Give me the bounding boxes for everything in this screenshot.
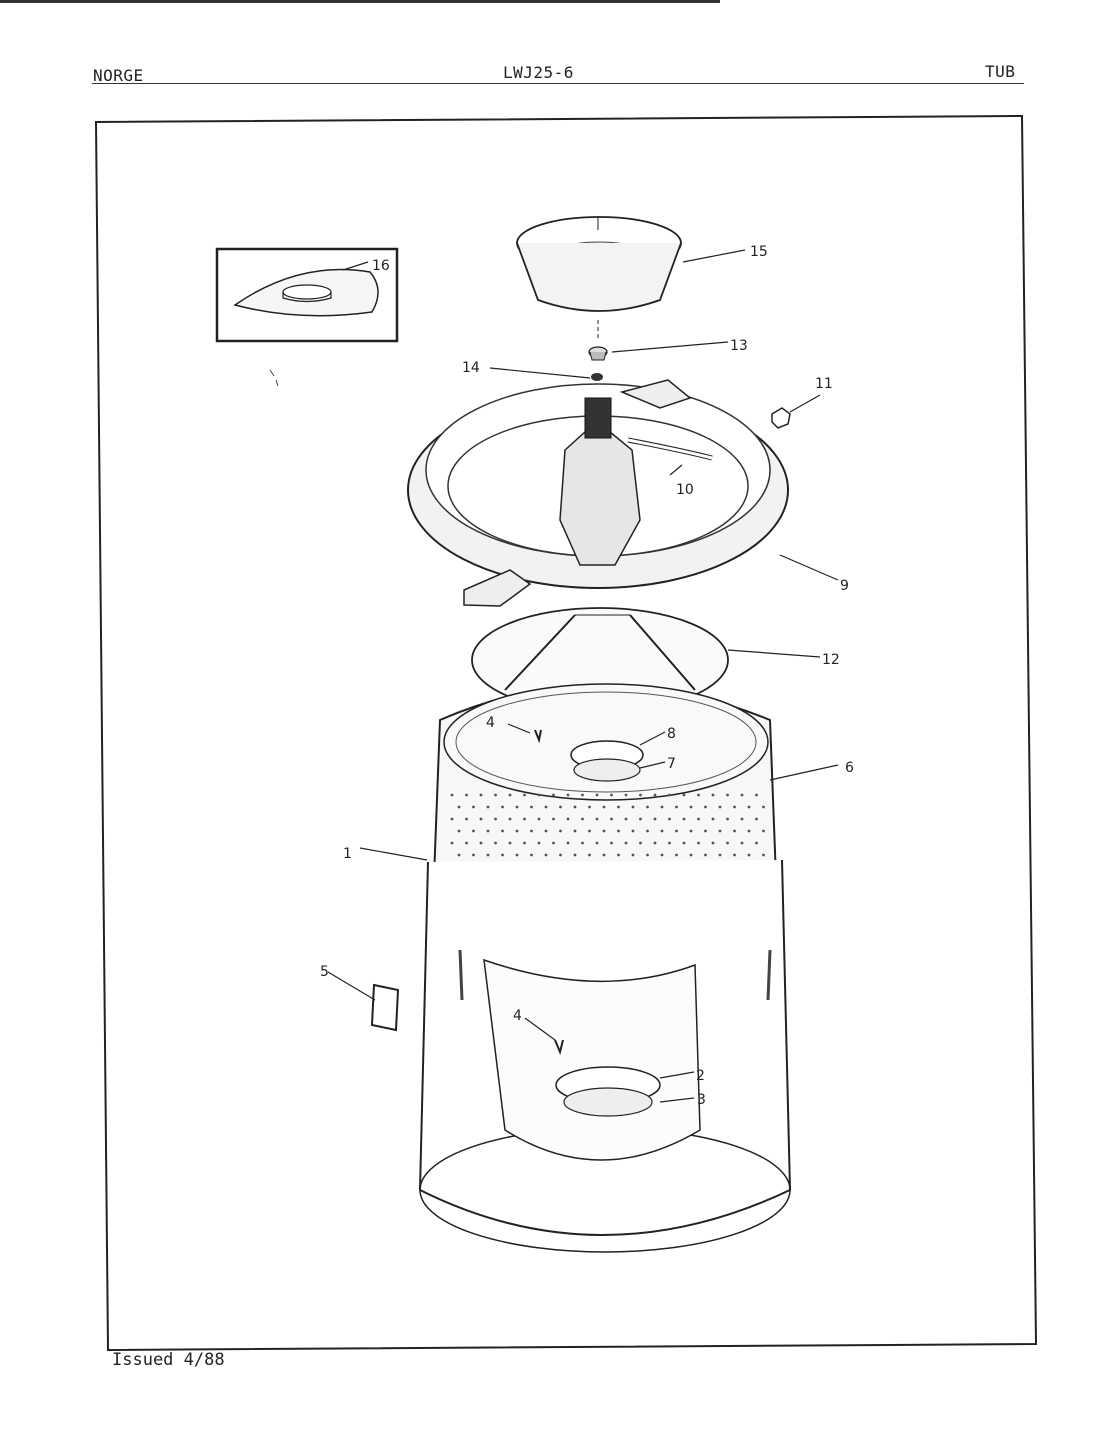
diagram-border [94, 114, 1038, 1352]
callout-7: 7 [667, 756, 676, 772]
part-12-cone [471, 607, 729, 713]
callout-14: 14 [462, 360, 480, 376]
callout-4-upper: 4 [486, 715, 495, 731]
callout-4-lower: 4 [513, 1008, 522, 1024]
callout-5: 5 [320, 964, 329, 980]
callout-1: 1 [343, 846, 352, 862]
callout-11: 11 [815, 376, 833, 392]
inset-part-16 [215, 247, 399, 387]
model-label: LWJ25-6 [503, 63, 574, 82]
part-11-nut [771, 407, 791, 429]
part-5-label [370, 983, 400, 1032]
section-label: TUB [985, 62, 1016, 81]
part-15-cap [516, 216, 682, 340]
callout-9: 9 [840, 578, 849, 594]
callout-16: 16 [372, 258, 390, 274]
scan-edge-mark [0, 0, 720, 3]
issued-date: Issued 4/88 [112, 1350, 225, 1370]
callout-3: 3 [697, 1092, 706, 1108]
callout-2: 2 [696, 1068, 705, 1084]
part-1-tub [418, 859, 792, 1253]
parts-13-14-screws [588, 346, 608, 381]
callout-10: 10 [676, 482, 694, 498]
header-rule [92, 83, 1024, 84]
leader-lines [327, 249, 839, 1103]
callout-12: 12 [822, 652, 840, 668]
brand-label: NORGE [93, 66, 144, 85]
callout-6: 6 [845, 760, 854, 776]
part-10-agitator [559, 397, 713, 566]
callout-13: 13 [730, 338, 748, 354]
callout-15: 15 [750, 244, 768, 260]
callout-8: 8 [667, 726, 676, 742]
